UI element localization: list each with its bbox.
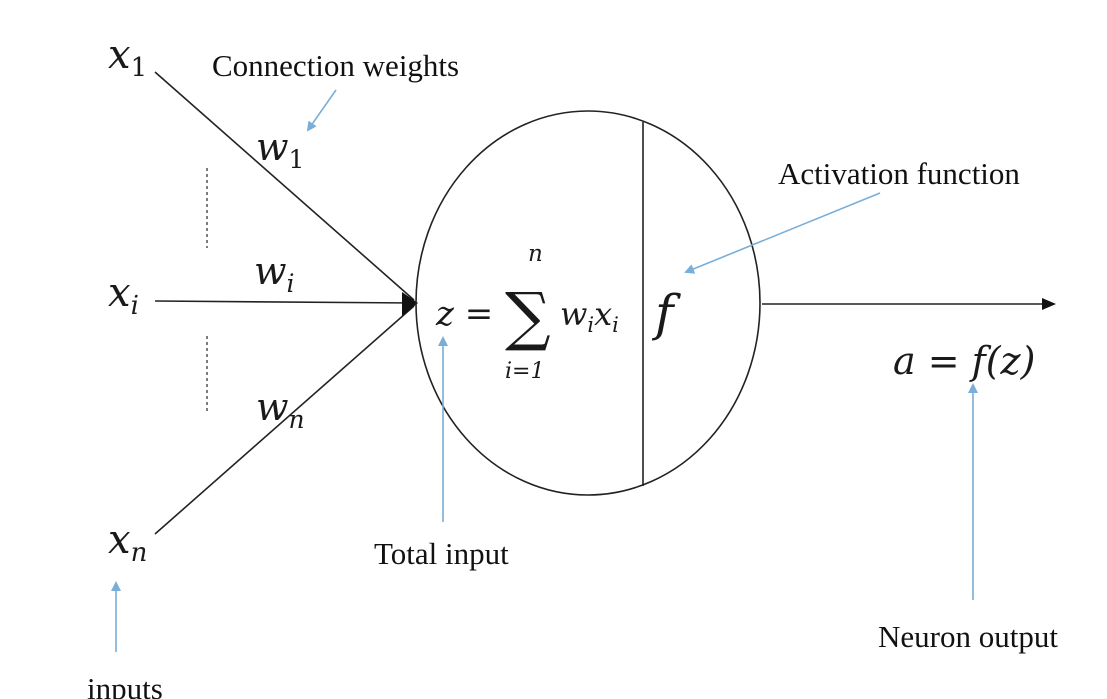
label-activation-function: Activation function [778,156,1020,191]
output-formula: a = f(z) [893,339,1035,383]
activation-symbol: f [651,284,681,342]
pointer-connection-weights [306,89,337,132]
input-xn: xn [108,517,147,568]
connection-line-xn [154,305,415,535]
junction-arrowhead [402,292,418,316]
label-connection-weights: Connection weights [212,48,459,83]
weight-w1: w1 [256,125,304,174]
pointer-activation-function [684,192,881,274]
sum-lower-limit: i=1 [505,359,544,384]
sum-symbol: ∑ [505,280,551,354]
input-xi: xi [108,270,139,321]
neuron-body [415,110,761,496]
connection-line-xi [154,300,415,304]
input-x1: x1 [108,32,147,83]
sum-term: wixi [560,295,619,337]
weight-wn: wn [256,385,305,434]
label-inputs: inputs [87,671,163,699]
weight-wi: wi [254,249,295,298]
label-total-input: Total input [374,536,509,571]
total-input-lhs: z = [435,294,493,334]
sum-upper-limit: n [528,241,543,267]
connection-line-x1 [154,71,415,301]
label-neuron-output: Neuron output [878,619,1058,654]
